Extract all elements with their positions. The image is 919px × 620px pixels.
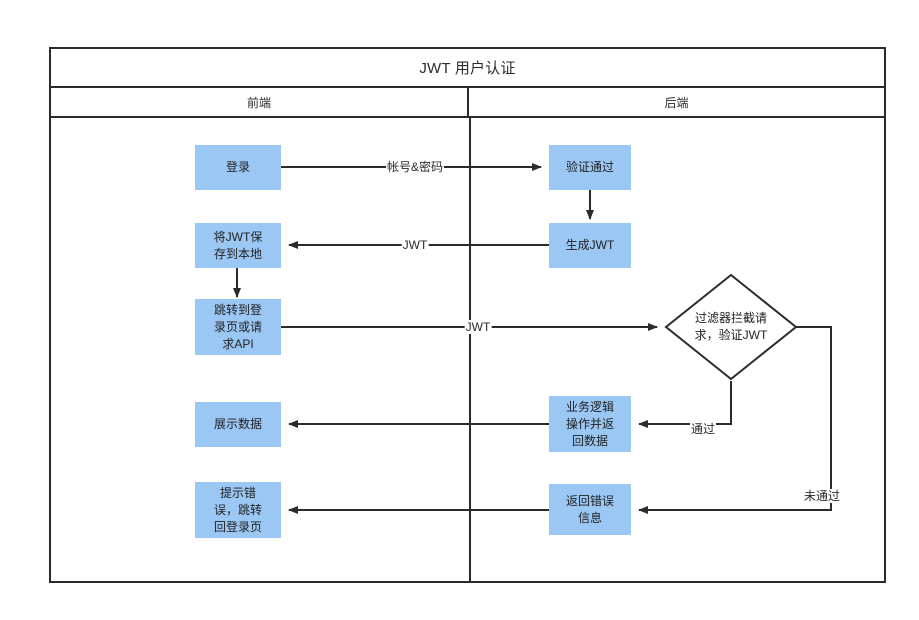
lane-divider bbox=[469, 118, 471, 583]
diamond-shape bbox=[664, 273, 798, 381]
node-show-error[interactable]: 提示错 误，跳转 回登录页 bbox=[195, 482, 281, 538]
edge-label-jwt-response: JWT bbox=[401, 238, 429, 252]
node-return-error[interactable]: 返回错误 信息 bbox=[549, 484, 631, 535]
edge-label-not-pass: 未通过 bbox=[802, 489, 842, 503]
node-verify-pass[interactable]: 验证通过 bbox=[549, 145, 631, 190]
node-save-jwt[interactable]: 将JWT保 存到本地 bbox=[195, 223, 281, 268]
edge-label-pass: 通过 bbox=[689, 422, 717, 436]
lane-header-frontend-label: 前端 bbox=[246, 95, 271, 110]
node-biz-logic[interactable]: 业务逻辑 操作并返 回数据 bbox=[549, 396, 631, 452]
page-title: JWT 用户认证 bbox=[419, 60, 516, 77]
node-show-data[interactable]: 展示数据 bbox=[195, 402, 281, 447]
edge-label-account-password: 帐号&密码 bbox=[385, 160, 445, 174]
edge-label-jwt-request: JWT bbox=[464, 320, 492, 334]
node-goto-or-api[interactable]: 跳转到登 录页或请 求API bbox=[195, 299, 281, 355]
lane-header-frontend: 前端 bbox=[51, 88, 469, 116]
diagram-title-row: JWT 用户认证 bbox=[51, 49, 884, 88]
lane-header-row: 前端 后端 bbox=[51, 88, 884, 118]
node-gen-jwt[interactable]: 生成JWT bbox=[549, 223, 631, 268]
lane-header-backend-label: 后端 bbox=[664, 95, 689, 110]
node-filter-check[interactable]: 过滤器拦截请 求，验证JWT bbox=[664, 273, 798, 381]
node-login[interactable]: 登录 bbox=[195, 145, 281, 190]
lane-header-backend: 后端 bbox=[469, 88, 884, 116]
